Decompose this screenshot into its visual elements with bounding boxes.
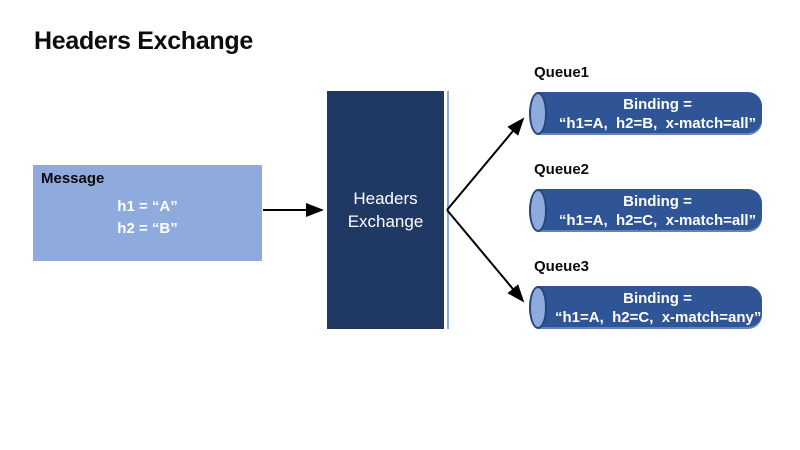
binding-line: “h1=A, h2=B, x-match=all” (558, 114, 757, 132)
queue-cylinder-cap (529, 92, 547, 135)
message-box: Message h1 = “A” h2 = “B” (33, 165, 262, 261)
queue-cylinder-cap (529, 189, 547, 232)
message-label: Message (41, 170, 105, 187)
queue3-label: Queue3 (534, 258, 590, 275)
exchange-label-line: Exchange (347, 212, 424, 231)
arrow-exchange-to-queue3 (446, 209, 525, 303)
queue2-binding: Binding = “h1=A, h2=C, x-match=all” (555, 192, 760, 230)
exchange-label: Headers Exchange (348, 187, 424, 233)
queue-cylinder-cap (529, 286, 547, 329)
message-headers: h1 = “A” h2 = “B” (33, 175, 262, 261)
page-title: Headers Exchange (34, 27, 253, 55)
queue2-node: Queue2 Binding = “h1=A, h2=C, x-match=al… (529, 160, 762, 232)
queue-cylinder-body (537, 92, 762, 135)
arrow-exchange-to-queue1 (446, 117, 525, 211)
binding-line: “h1=A, h2=C, x-match=all” (558, 211, 757, 229)
message-header-line: h2 = “B” (117, 220, 178, 237)
queue2-label: Queue2 (534, 161, 590, 178)
exchange-edge-highlight (447, 91, 449, 329)
queue1-cylinder: Binding = “h1=A, h2=B, x-match=all” (529, 92, 762, 135)
queue3-node: Queue3 Binding = “h1=A, h2=C, x-match=an… (529, 257, 762, 329)
binding-line: Binding = (623, 289, 692, 307)
queue1-label: Queue1 (534, 64, 590, 81)
queue-cylinder-body (537, 189, 762, 232)
queue3-binding: Binding = “h1=A, h2=C, x-match=any” (555, 289, 762, 327)
queue1-binding: Binding = “h1=A, h2=B, x-match=all” (555, 95, 760, 133)
queue-cylinder-body (537, 286, 762, 329)
queue1-node: Queue1 Binding = “h1=A, h2=B, x-match=al… (529, 63, 762, 135)
queue3-cylinder: Binding = “h1=A, h2=C, x-match=any” (529, 286, 762, 329)
binding-line: Binding = (623, 192, 692, 210)
binding-line: Binding = (623, 95, 692, 113)
headers-exchange-node: Headers Exchange (327, 91, 444, 329)
binding-line: “h1=A, h2=C, x-match=any” (555, 308, 762, 326)
queue2-cylinder: Binding = “h1=A, h2=C, x-match=all” (529, 189, 762, 232)
exchange-label-line: Headers (353, 189, 418, 208)
message-header-line: h1 = “A” (117, 198, 178, 215)
